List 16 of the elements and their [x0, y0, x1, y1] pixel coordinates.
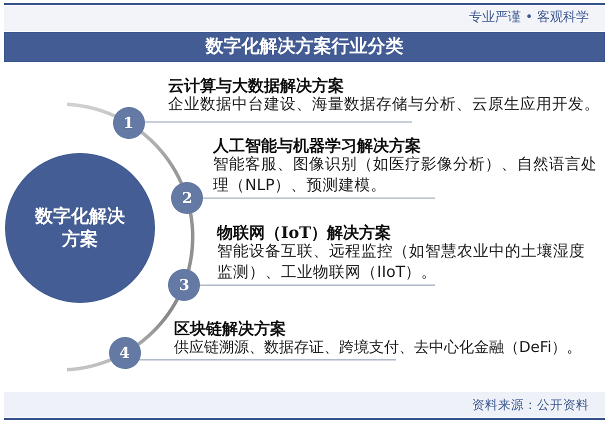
- category-heading: 云计算与大数据解决方案: [168, 76, 345, 94]
- slogan-text: 专业严谨 • 客观科学: [469, 9, 589, 27]
- topic-circle: 数字化解决方案: [5, 153, 155, 303]
- category-description: 企业数据中台建设、海量数据存储与分析、云原生应用开发。: [168, 94, 601, 114]
- category-description: 智能客服、图像识别（如医疗影像分析）、自然语言处理（NLP）、预测建模。: [213, 154, 598, 196]
- category-description: 供应链溯源、数据存证、跨境支付、去中心化金融（DeFi）。: [174, 337, 582, 358]
- category-heading: 区块链解决方案: [174, 320, 287, 337]
- step-number-circle: 4: [108, 337, 140, 370]
- step-number-circle: 2: [171, 182, 204, 214]
- source-note: 资料来源：公开资料: [472, 396, 589, 414]
- step-number-circle: 1: [112, 107, 144, 139]
- title-banner: 数字化解决方案行业分类: [4, 32, 605, 62]
- category-description: 智能设备互联、远程监控（如智慧农业中的土壤湿度监测）、工业物联网（IIoT）。: [217, 241, 586, 282]
- category-heading: 物联网（IoT）解决方案: [217, 224, 392, 240]
- step-number-circle: 3: [168, 268, 200, 301]
- category-heading: 人工智能与机器学习解决方案: [213, 136, 422, 154]
